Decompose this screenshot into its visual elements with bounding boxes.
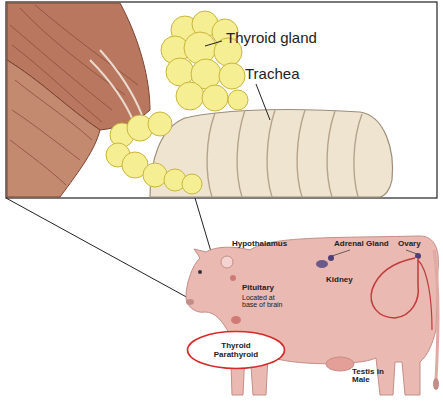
leader-line xyxy=(205,41,222,46)
node-text: Thyroid Parathyroid xyxy=(211,341,261,359)
part-label: Hypothalamus xyxy=(232,240,287,248)
neck-muscles xyxy=(7,3,150,197)
cow-body xyxy=(186,236,439,395)
part-label: Kidney xyxy=(326,276,353,284)
ellipse-outline xyxy=(188,332,285,369)
part-label: Testis in Male xyxy=(352,368,386,385)
part-label: Adrenal Gland xyxy=(334,240,389,248)
inset-frame xyxy=(6,2,437,198)
part-label: Thyroid gland xyxy=(226,30,317,46)
part-label: Located at base of brain xyxy=(242,294,288,309)
part-label: Ovary xyxy=(398,240,421,248)
part-label: Trachea xyxy=(245,66,299,82)
leader-line xyxy=(256,84,270,120)
cow-organs xyxy=(221,250,432,330)
trachea-tube xyxy=(150,110,393,197)
part-label: Pituitary xyxy=(242,284,274,292)
circled-label: Thyroid Parathyroid xyxy=(186,330,286,370)
